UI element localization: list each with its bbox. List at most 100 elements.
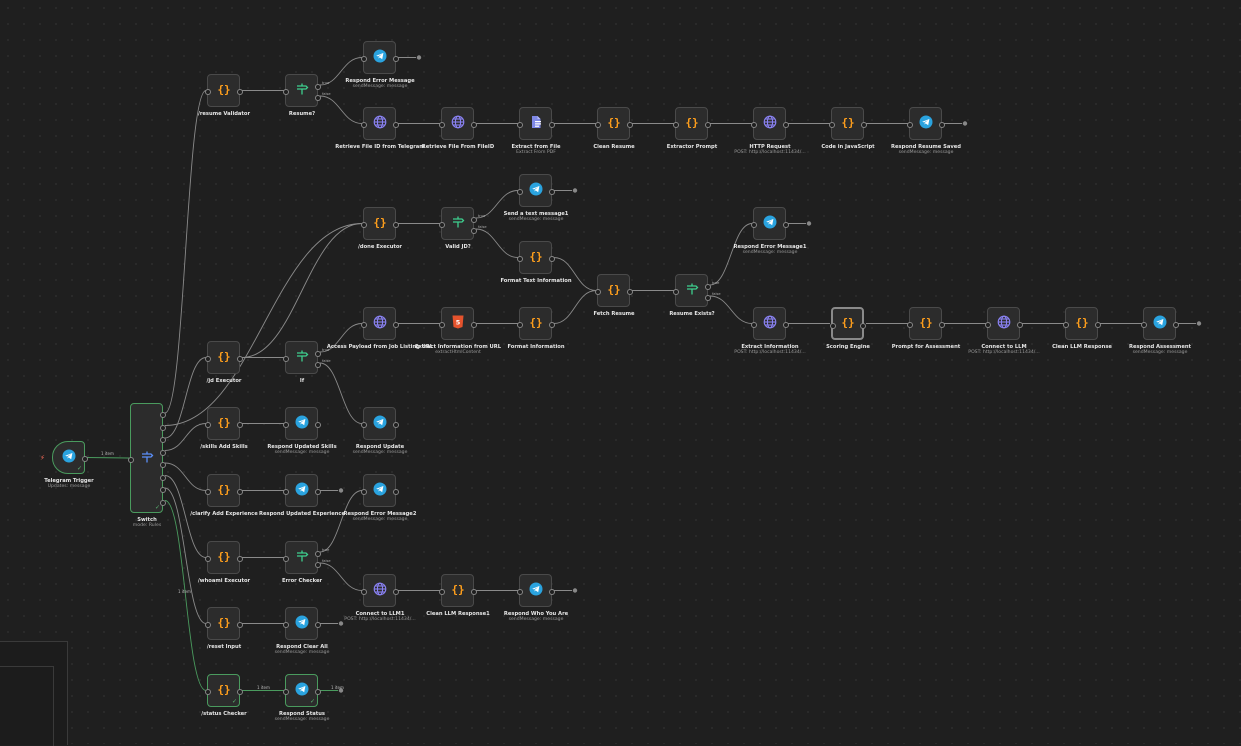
connection-jd_executor-done_executor[interactable] [241, 223, 363, 358]
input-port[interactable] [673, 122, 679, 128]
input-port[interactable] [439, 122, 445, 128]
node-extract-info[interactable] [751, 307, 789, 340]
node-retrieve-file[interactable] [439, 107, 477, 140]
input-port[interactable] [439, 322, 445, 328]
node-send-text1[interactable] [517, 174, 555, 207]
connection-valid_jd-format_text[interactable] [475, 228, 519, 258]
node-retrieve-file-id[interactable] [361, 107, 399, 140]
input-port[interactable] [128, 457, 134, 463]
output-port[interactable] [860, 323, 866, 329]
input-port[interactable] [751, 222, 757, 228]
input-port[interactable] [517, 122, 523, 128]
output-port[interactable] [705, 295, 711, 301]
input-port[interactable] [517, 322, 523, 328]
connection-format_text-fetch_resume[interactable] [553, 257, 597, 291]
output-port[interactable] [1173, 322, 1179, 328]
input-port[interactable] [205, 556, 211, 562]
input-port[interactable] [1063, 322, 1069, 328]
node-whoami[interactable]: {} [205, 541, 243, 574]
minimap[interactable] [0, 641, 68, 746]
output-port[interactable] [160, 474, 166, 481]
output-port[interactable] [471, 122, 477, 128]
input-port[interactable] [283, 489, 289, 495]
node-extractor-prompt[interactable]: {} [673, 107, 711, 140]
node-access-payload[interactable] [361, 307, 399, 340]
input-port[interactable] [595, 289, 601, 295]
connection-trigger-switch[interactable] [86, 457, 130, 459]
connection-format_info-fetch_resume[interactable] [553, 290, 597, 324]
output-port[interactable] [237, 89, 243, 95]
output-port[interactable] [783, 322, 789, 328]
connection-switch-skills_add[interactable] [164, 423, 207, 451]
output-port[interactable] [160, 412, 166, 418]
input-port[interactable] [283, 689, 289, 695]
output-port[interactable] [315, 84, 321, 90]
output-port[interactable] [315, 562, 321, 568]
output-port[interactable] [393, 56, 399, 62]
input-port[interactable] [283, 622, 289, 628]
output-port[interactable] [471, 589, 477, 595]
input-port[interactable] [907, 322, 913, 328]
output-port[interactable] [315, 622, 321, 628]
input-port[interactable] [829, 122, 835, 128]
input-port[interactable] [361, 589, 367, 595]
output-port[interactable] [471, 322, 477, 328]
connection-if-respond_update[interactable] [319, 362, 363, 424]
node-format-info[interactable]: {} [517, 307, 555, 340]
add-node-handle[interactable] [806, 221, 812, 226]
node-code-js[interactable]: {} [829, 107, 867, 140]
node-connect-llm[interactable] [985, 307, 1023, 340]
output-port[interactable] [160, 437, 166, 443]
node-connect-llm1[interactable] [361, 574, 399, 607]
output-port[interactable] [549, 589, 555, 595]
output-port[interactable] [237, 489, 243, 495]
input-port[interactable] [595, 122, 601, 128]
input-port[interactable] [283, 422, 289, 428]
node-clean-resume[interactable]: {} [595, 107, 633, 140]
input-port[interactable] [1141, 322, 1147, 328]
connection-if-access_payload[interactable] [319, 323, 363, 353]
node-prompt-assess[interactable]: {} [907, 307, 945, 340]
node-respond-clear[interactable] [283, 607, 321, 640]
output-port[interactable] [315, 95, 321, 101]
output-port[interactable] [237, 622, 243, 628]
output-port[interactable] [393, 489, 399, 495]
output-port[interactable] [315, 689, 321, 695]
connection-switch-status_checker[interactable] [164, 500, 207, 691]
connection-switch-whoami[interactable] [164, 475, 207, 558]
output-port[interactable] [393, 322, 399, 328]
input-port[interactable] [517, 589, 523, 595]
input-port[interactable] [985, 322, 991, 328]
output-port[interactable] [549, 322, 555, 328]
output-port[interactable] [393, 589, 399, 595]
output-port[interactable] [393, 222, 399, 228]
add-node-handle[interactable] [338, 621, 344, 626]
node-respond-status[interactable]: ✓ [283, 674, 321, 707]
output-port[interactable] [705, 122, 711, 128]
node-fetch-resume[interactable]: {} [595, 274, 633, 307]
output-port[interactable] [315, 489, 321, 495]
connection-error_checker-respond_error2[interactable] [319, 490, 363, 553]
output-port[interactable] [160, 424, 166, 431]
input-port[interactable] [361, 422, 367, 428]
input-port[interactable] [205, 356, 211, 362]
input-port[interactable] [361, 56, 367, 62]
connection-resume_q-retrieve_file_id[interactable] [319, 95, 363, 124]
connection-switch-done_executor[interactable] [164, 223, 363, 426]
node-clean-llm[interactable]: {} [1063, 307, 1101, 340]
input-port[interactable] [439, 589, 445, 595]
connection-error_checker-connect_llm1[interactable] [319, 562, 363, 591]
node-respond-error[interactable] [361, 41, 399, 74]
node-respond-error2[interactable] [361, 474, 399, 507]
output-port[interactable] [315, 551, 321, 557]
node-clarify-add[interactable]: {} [205, 474, 243, 507]
node-respond-exp[interactable] [283, 474, 321, 507]
connection-resume_exists-extract_info[interactable] [709, 295, 753, 324]
input-port[interactable] [361, 222, 367, 228]
output-port[interactable] [393, 122, 399, 128]
output-port[interactable] [549, 122, 555, 128]
